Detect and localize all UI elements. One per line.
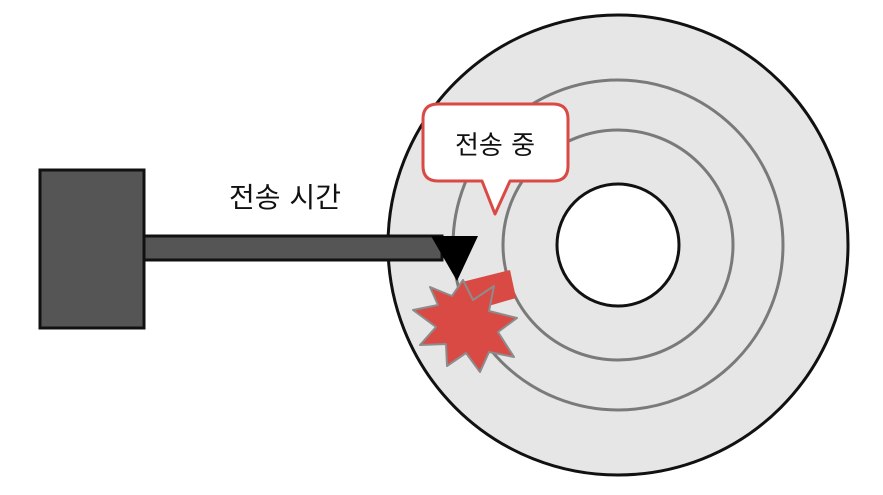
platter-hole	[555, 182, 681, 308]
actuator-body	[38, 168, 146, 330]
actuator	[38, 168, 478, 330]
read-write-head	[431, 236, 478, 281]
actuator-arm	[142, 234, 444, 262]
track-middle	[501, 128, 735, 362]
callout-label: 전송 중	[455, 131, 535, 161]
callout-bubble	[421, 102, 570, 216]
starburst-icon	[412, 279, 518, 373]
arm-label: 전송 시간	[229, 181, 341, 214]
callout: 전송 중	[421, 102, 570, 216]
